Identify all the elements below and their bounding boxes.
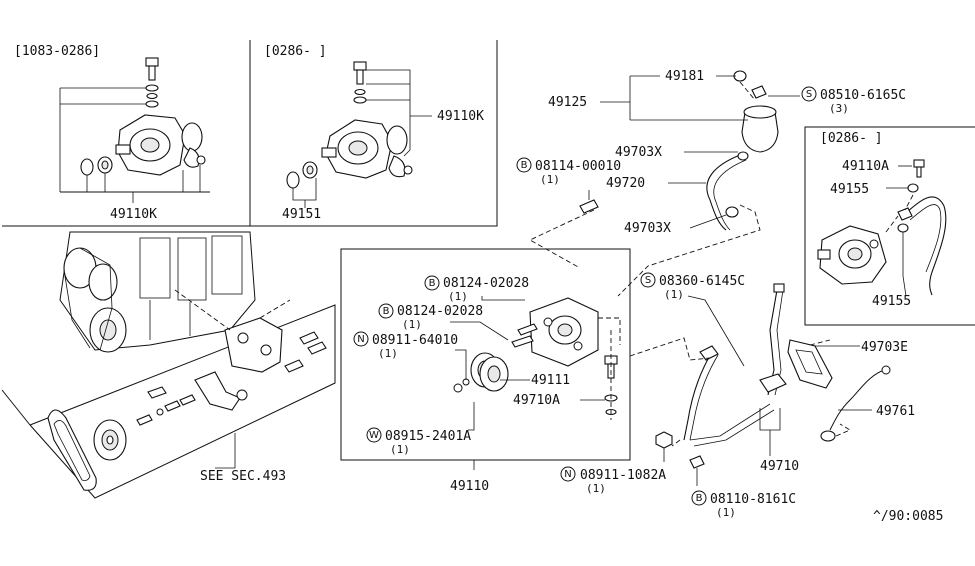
diagram-code-label: ^/90:0085 — [873, 509, 943, 524]
center-panel-callouts: B 08124-02028 (1) B 08124-02028 (1) N 08… — [353, 275, 529, 456]
part-49125-label: 49125 — [548, 95, 587, 110]
part-49720-label: 49720 — [606, 176, 645, 191]
part-49703X-label-a: 49703X — [615, 145, 662, 160]
reservoir-and-hoses: 49181 49125 S 08510-6165C (3) 49703X 497… — [516, 69, 915, 519]
part-08110-qty: (1) — [716, 506, 736, 519]
see-sec-493-label: SEE SEC.493 — [200, 469, 286, 484]
part-49110K-label-a: 49110K — [110, 207, 157, 222]
top-left-range-label: [1083-0286] — [14, 44, 100, 59]
part-08915-qty: (1) — [390, 443, 410, 456]
part-08915-2401A-label: 08915-2401A — [385, 429, 471, 444]
marker-b-08114: B — [521, 160, 528, 171]
marker-s-08360: S — [645, 275, 651, 286]
top-middle-pump-panel: [0286- ] 49110K 49151 — [264, 44, 484, 222]
marker-n-08911-1082A: N — [564, 469, 571, 480]
part-08911-1082A-label: 08911-1082A — [580, 468, 666, 483]
part-49703E-label: 49703E — [861, 340, 908, 355]
top-left-pump-panel: [1083-0286] 49110K — [14, 44, 210, 222]
right-range-label: [0286- ] — [820, 131, 883, 146]
part-49710-label: 49710 — [760, 459, 799, 474]
part-08510-6165C-label: 08510-6165C — [820, 88, 906, 103]
part-49710A-label: 49710A — [513, 393, 560, 408]
part-08124-02028-label-a: 08124-02028 — [443, 276, 529, 291]
part-08911-64010-label: 08911-64010 — [372, 333, 458, 348]
right-inset-panel: [0286- ] 49110A 49155 49155 — [817, 131, 947, 309]
part-08114-00010-label: 08114-00010 — [535, 159, 621, 174]
marker-s-08510: S — [806, 89, 812, 100]
part-49110A-label: 49110A — [842, 159, 889, 174]
part-08124-a-qty: (1) — [448, 290, 468, 303]
marker-b-08124-b: B — [383, 306, 390, 317]
panel-frames — [2, 40, 975, 461]
part-49110K-label-b: 49110K — [437, 109, 484, 124]
part-49151-label: 49151 — [282, 207, 321, 222]
top-middle-range-label: [0286- ] — [264, 44, 327, 59]
part-08360-qty: (1) — [664, 288, 684, 301]
part-08911-64010-qty: (1) — [378, 347, 398, 360]
part-49155-label-b: 49155 — [872, 294, 911, 309]
part-08360-6145C-label: 08360-6145C — [659, 274, 745, 289]
part-08124-02028-label-b: 08124-02028 — [397, 304, 483, 319]
marker-n-08911-64010: N — [357, 334, 364, 345]
part-08124-b-qty: (1) — [402, 318, 422, 331]
marker-w-08915: W — [369, 430, 379, 441]
center-pump-panel: 49111 49710A 49110 — [450, 296, 621, 494]
part-08114-qty: (1) — [540, 173, 560, 186]
part-08110-8161C-label: 08110-8161C — [710, 492, 796, 507]
marker-b-08124-a: B — [429, 278, 436, 289]
marker-b-08110: B — [696, 493, 703, 504]
engine-block-illustration: SEE SEC.493 — [1, 231, 336, 499]
part-49181-label: 49181 — [665, 69, 704, 84]
part-49703X-label-b: 49703X — [624, 221, 671, 236]
part-49111-label: 49111 — [531, 373, 570, 388]
part-49155-label-a: 49155 — [830, 182, 869, 197]
part-49110-label: 49110 — [450, 479, 489, 494]
part-08911-1082A-qty: (1) — [586, 482, 606, 495]
part-49761-label: 49761 — [876, 404, 915, 419]
part-08510-qty: (3) — [829, 102, 849, 115]
